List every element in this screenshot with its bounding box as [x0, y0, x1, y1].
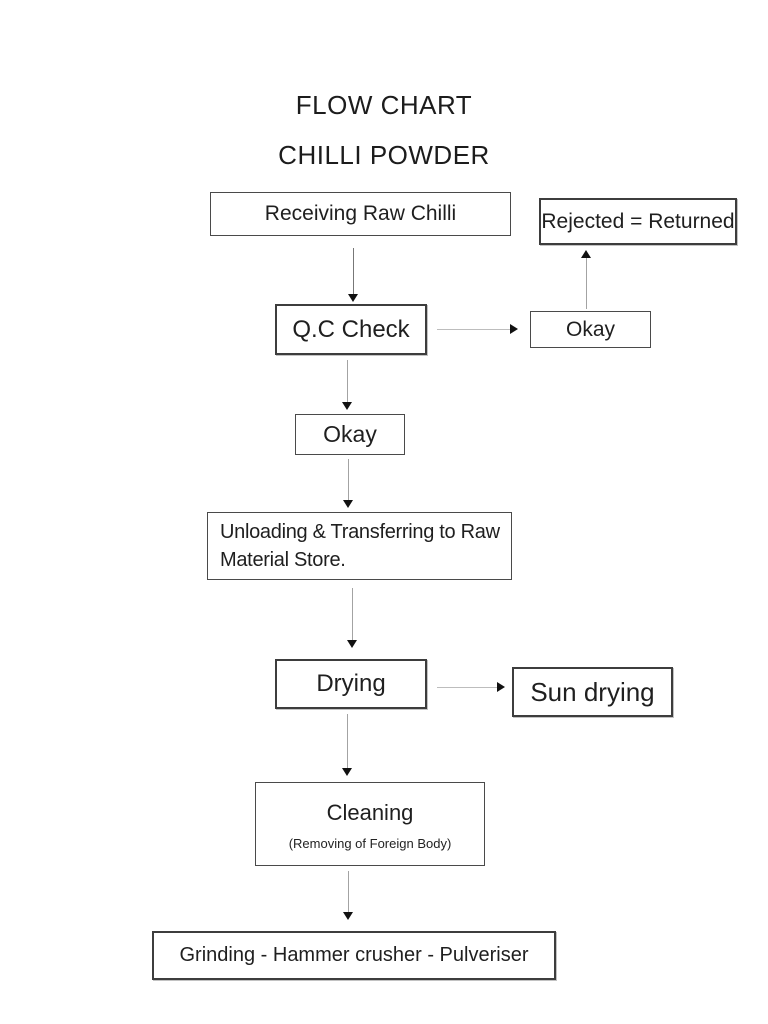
node-okay-pass-path: Okay: [295, 414, 405, 455]
arrow-qc-to-okay-right-head: [510, 324, 518, 334]
node-qc-check: Q.C Check: [275, 304, 427, 355]
arrow-drying-to-sun-head: [497, 682, 505, 692]
arrow-okay-to-rejected-line: [586, 258, 587, 309]
node-okay-reject-path: Okay: [530, 311, 651, 348]
page-subtitle: CHILLI POWDER: [278, 140, 490, 170]
arrow-qc-to-okay-mid-head: [342, 402, 352, 410]
arrow-unloading-to-drying-line: [352, 588, 353, 641]
arrow-drying-to-sun-line: [437, 687, 497, 688]
arrow-cleaning-to-grinding-head: [343, 912, 353, 920]
node-unloading-transferring: Unloading & Transferring to Raw Material…: [207, 512, 512, 580]
node-label: Rejected = Returned: [541, 209, 735, 233]
arrow-qc-to-okay-mid-line: [347, 360, 348, 403]
node-receiving-raw-chilli: Receiving Raw Chilli: [210, 192, 511, 236]
arrow-cleaning-to-grinding-line: [348, 871, 349, 913]
node-label: Cleaning: [326, 799, 414, 825]
arrow-unloading-to-drying-head: [347, 640, 357, 648]
node-label: Sun drying: [530, 676, 655, 707]
node-sublabel: (Removing of Foreign Body): [288, 835, 452, 851]
arrow-okay-to-unloading-head: [343, 500, 353, 508]
arrow-drying-to-cleaning-line: [347, 714, 348, 769]
node-label: Drying: [316, 670, 386, 697]
node-cleaning: Cleaning (Removing of Foreign Body): [255, 782, 485, 866]
node-drying: Drying: [275, 659, 427, 709]
arrow-okay-to-rejected-head: [581, 250, 591, 258]
node-label: Okay: [565, 317, 615, 341]
node-grinding-hammer-pulveriser: Grinding - Hammer crusher - Pulveriser: [152, 931, 556, 980]
arrow-receiving-to-qc-line: [353, 248, 354, 294]
node-label: Q.C Check: [292, 315, 410, 343]
node-label-line2: Material Store.: [220, 549, 346, 571]
page-title: FLOW CHART: [295, 90, 473, 120]
arrow-okay-to-unloading-line: [348, 459, 349, 501]
node-label: Receiving Raw Chilli: [264, 202, 457, 225]
node-sun-drying: Sun drying: [512, 667, 673, 717]
node-label: Okay: [323, 421, 377, 447]
arrow-receiving-to-qc-head: [348, 294, 358, 302]
node-label: Grinding - Hammer crusher - Pulveriser: [179, 944, 529, 966]
arrow-qc-to-okay-right-line: [437, 329, 510, 330]
node-label-line1: Unloading & Transferring to Raw: [220, 521, 500, 543]
arrow-drying-to-cleaning-head: [342, 768, 352, 776]
node-rejected-returned: Rejected = Returned: [539, 198, 737, 245]
